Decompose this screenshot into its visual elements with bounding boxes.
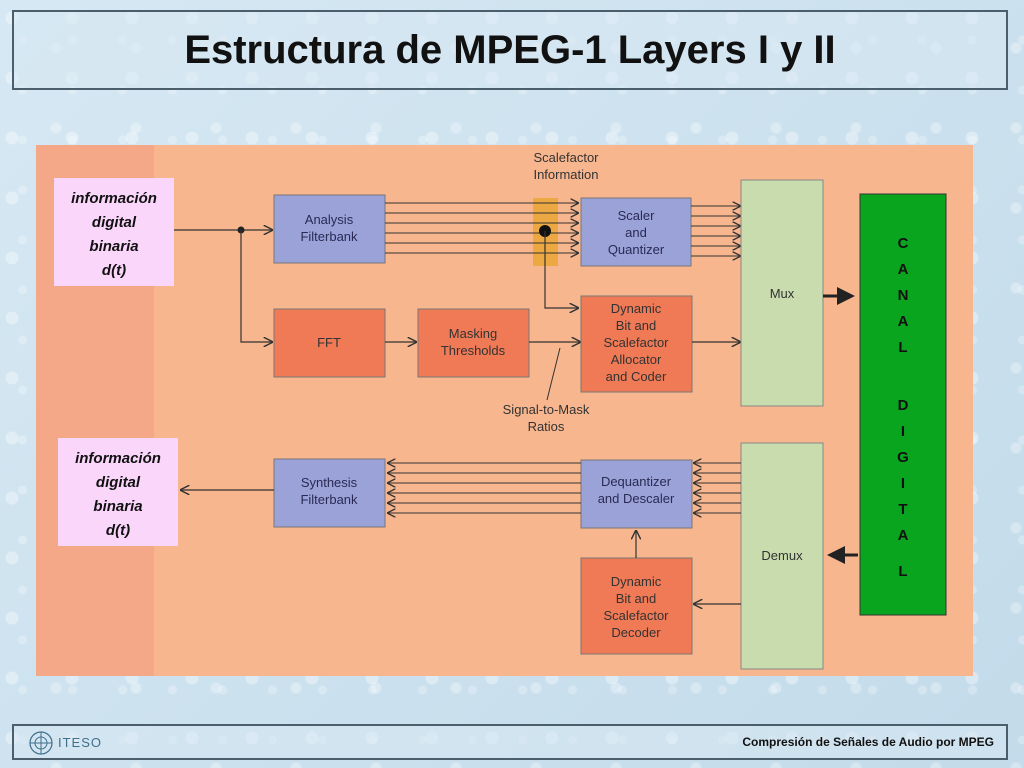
footer-title: Compresión de Señales de Audio por MPEG	[742, 735, 994, 749]
smr-pointer	[546, 347, 561, 401]
scaler-label: Quantizer	[608, 242, 665, 257]
dequantizer-label: Dequantizer	[601, 474, 672, 489]
canal-letter: D	[898, 397, 909, 414]
canal-digital-box	[859, 193, 947, 616]
output-box	[58, 438, 178, 546]
canal-letter: T	[898, 501, 907, 518]
iteso-logo: ITESO	[28, 730, 102, 756]
canal-letter: N	[898, 287, 909, 304]
title-bar: Estructura de MPEG-1 Layers I y II	[12, 10, 1008, 90]
scalefactor-info-label: Scalefactor	[533, 150, 599, 165]
allocator-label: Bit and	[616, 318, 656, 333]
logo-text: ITESO	[58, 735, 103, 750]
allocator-label: Allocator	[611, 352, 662, 367]
analysis-filterbank-box	[273, 194, 386, 264]
dequantizer-to-synthesis-lines	[388, 463, 581, 513]
synthesis-filterbank-box	[273, 458, 386, 528]
canal-digital-letters: C A N A L D I G I T A L	[897, 235, 909, 580]
decoder-label: Decoder	[611, 625, 661, 640]
scaler-label: Scaler	[618, 208, 656, 223]
footer-bar: ITESO Compresión de Señales de Audio por…	[12, 724, 1008, 760]
input-line: información	[71, 190, 157, 207]
decoder-label: Bit and	[616, 591, 656, 606]
canal-letter: A	[898, 527, 909, 544]
dequantizer-label: and Descaler	[598, 491, 675, 506]
scaler-label: and	[625, 225, 647, 240]
demux-to-dequantizer-lines	[694, 463, 741, 513]
analysis-label: Filterbank	[300, 229, 358, 244]
synthesis-label: Synthesis	[301, 475, 358, 490]
input-box-text: información digital binaria d(t)	[71, 190, 157, 279]
analysis-label: Analysis	[305, 212, 354, 227]
dequantizer-box	[580, 459, 693, 529]
scalefactor-to-allocator-arrow	[544, 231, 578, 308]
bit-allocator-box	[580, 295, 693, 393]
allocator-label: Scalefactor	[603, 335, 669, 350]
masking-label: Thresholds	[441, 343, 506, 358]
output-line: información	[75, 450, 161, 467]
input-line: digital	[92, 214, 137, 231]
decoder-label: Scalefactor	[603, 608, 669, 623]
iteso-logo-icon	[29, 731, 53, 755]
canal-letter: A	[898, 313, 909, 330]
scaler-quantizer-box	[580, 197, 692, 267]
canal-letter: I	[901, 423, 905, 440]
bit-decoder-box	[580, 557, 693, 655]
input-line: binaria	[89, 238, 138, 255]
allocator-label: and Coder	[606, 369, 667, 384]
canal-letter: A	[898, 261, 909, 278]
canal-letter: G	[897, 449, 909, 466]
decoder-label: Dynamic	[611, 574, 662, 589]
smr-label: Signal-to-Mask	[503, 402, 590, 417]
allocator-label: Dynamic	[611, 301, 662, 316]
output-box-text: información digital binaria d(t)	[75, 450, 161, 539]
fft-label: FFT	[317, 335, 341, 350]
output-line: digital	[96, 474, 141, 491]
fft-box	[273, 308, 386, 378]
masking-label: Masking	[449, 326, 497, 341]
output-line: binaria	[93, 498, 142, 515]
synthesis-label: Filterbank	[300, 492, 358, 507]
masking-thresholds-box	[417, 308, 530, 378]
slide-title: Estructura de MPEG-1 Layers I y II	[184, 27, 836, 72]
fft-arrow	[240, 230, 272, 342]
canal-letter: L	[898, 339, 907, 356]
scalefactor-info-label: Information	[533, 167, 598, 182]
mux-box	[740, 179, 824, 407]
canal-letter: I	[901, 475, 905, 492]
demux-box	[740, 442, 824, 670]
input-line: d(t)	[102, 262, 126, 279]
demux-label: Demux	[761, 548, 803, 563]
scaler-to-mux-lines	[691, 206, 740, 256]
mux-label: Mux	[770, 286, 795, 301]
canal-letter: L	[898, 563, 907, 580]
input-box	[54, 178, 174, 286]
output-line: d(t)	[106, 522, 130, 539]
smr-label: Ratios	[528, 419, 565, 434]
canal-letter: C	[898, 235, 909, 252]
